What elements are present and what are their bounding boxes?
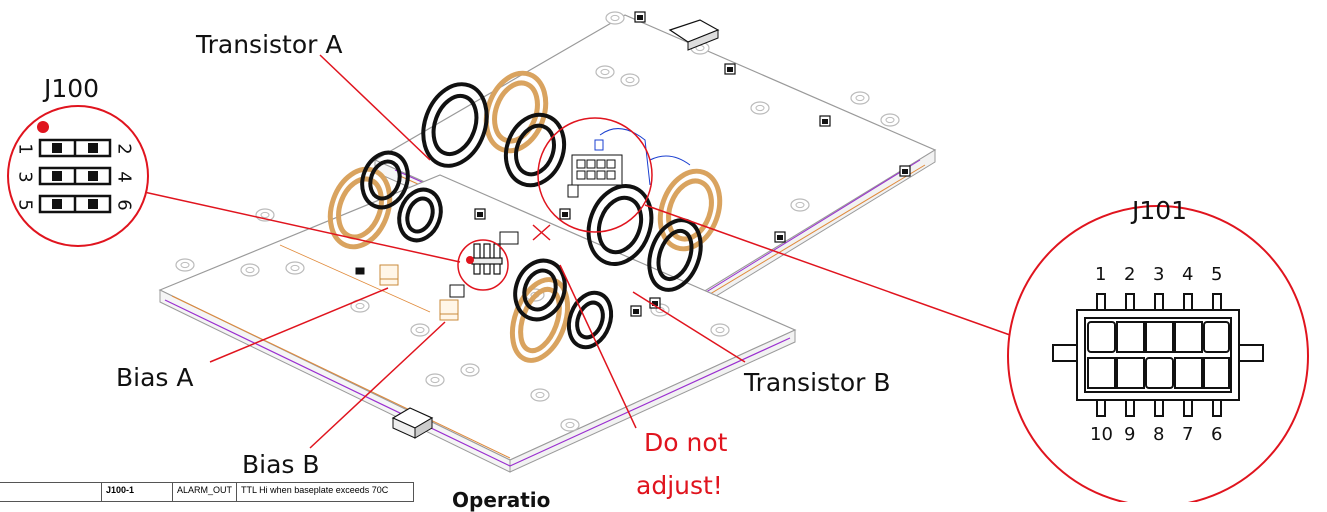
j101-pin-4: 4 — [1182, 264, 1194, 285]
bias-a-label: Bias A — [116, 363, 194, 392]
j100-callout-circle — [457, 239, 509, 291]
pin-table: J100-1 ALARM_OUT TTL Hi when baseplate e… — [0, 482, 415, 502]
j101-pin-10: 10 — [1090, 424, 1113, 445]
j100-pin1-dot — [466, 256, 474, 264]
bias-b-label: Bias B — [242, 450, 320, 479]
ic-chips — [355, 231, 519, 298]
table-cell-signal: ALARM_OUT — [171, 482, 238, 502]
bias-a-component — [379, 264, 399, 286]
j100-pin-1: 1 — [14, 143, 36, 155]
table-row: J100-1 ALARM_OUT TTL Hi when baseplate e… — [0, 482, 415, 502]
j101-zoom — [1007, 205, 1309, 507]
do-not-adjust-mark — [532, 224, 551, 241]
warning-line-1: Do not — [644, 428, 728, 457]
j100-pin-3: 3 — [14, 171, 36, 183]
leader-lines — [134, 54, 1011, 449]
j100-label: J100 — [44, 74, 100, 103]
table-cell-blank — [0, 482, 102, 502]
bias-b-component — [439, 299, 459, 321]
j101-pin-1: 1 — [1095, 264, 1107, 285]
j101-pin-8: 8 — [1153, 424, 1165, 445]
warning-line-2: adjust! — [636, 471, 723, 500]
transistor-b-label: Transistor B — [744, 368, 891, 397]
black-coils — [360, 82, 703, 350]
j101-pin-3: 3 — [1153, 264, 1165, 285]
blue-outline — [594, 128, 691, 186]
j100-in-situ — [471, 243, 503, 275]
j100-pin1-marker — [37, 121, 49, 133]
rear-connector — [668, 19, 720, 51]
j101-pin-9: 9 — [1124, 424, 1136, 445]
j101-pin-7: 7 — [1182, 424, 1194, 445]
partial-heading: Operatio — [452, 488, 551, 512]
table-cell-description: TTL Hi when baseplate exceeds 70C — [236, 482, 415, 502]
j100-pin-6: 6 — [113, 199, 135, 211]
j100-pin-4: 4 — [113, 171, 135, 183]
table-cell-pin: J100-1 — [101, 482, 173, 502]
j100-zoom — [7, 105, 149, 247]
j101-callout-circle — [537, 117, 653, 233]
transistor-a-label: Transistor A — [196, 30, 343, 59]
j101-pin-6: 6 — [1211, 424, 1223, 445]
j100-pin-5: 5 — [14, 199, 36, 211]
front-connector — [391, 407, 434, 439]
j100-pin-2: 2 — [113, 143, 135, 155]
j101-pin-2: 2 — [1124, 264, 1136, 285]
j101-pin-5: 5 — [1211, 264, 1223, 285]
j101-label: J101 — [1132, 196, 1188, 225]
j101-in-situ — [567, 154, 623, 198]
